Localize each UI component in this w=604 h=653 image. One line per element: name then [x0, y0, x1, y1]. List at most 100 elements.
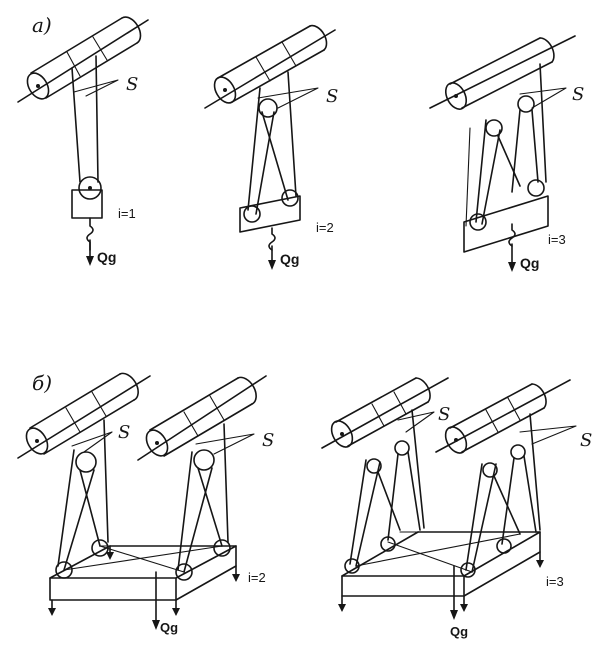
drum-shaft [321, 377, 449, 449]
hook [268, 227, 276, 251]
rope-drum [25, 372, 139, 455]
figure-a1-single-fall: S Qg i=1 [17, 16, 149, 266]
hook [86, 217, 94, 251]
rope-fall [95, 55, 99, 183]
lower-sheave [527, 179, 545, 197]
sheave [78, 176, 102, 200]
rope-fall [261, 111, 289, 201]
cross-rope [387, 541, 473, 573]
rope-fall [411, 409, 425, 529]
rope-fall [177, 451, 193, 571]
rope-fall [539, 63, 547, 183]
drum-shaft [435, 379, 571, 453]
ratio-label: i=2 [316, 220, 334, 235]
load-label: Qg [160, 620, 178, 635]
rope-fall [223, 423, 229, 543]
figure-a3-three-fall: S Qg i=3 [429, 35, 584, 272]
hook-block [463, 195, 549, 253]
cross-rope [99, 545, 185, 573]
ratio-label: i=2 [248, 570, 266, 585]
rope-tension-pointer [195, 433, 255, 455]
drum-shaft [204, 29, 336, 109]
lower-sheave [243, 205, 261, 223]
rope-fall [247, 87, 261, 211]
rope-fall [407, 451, 421, 531]
ratio-label: i=3 [548, 232, 566, 247]
figure-a2-two-fall: S Qg i=2 [204, 24, 338, 270]
load-label: Qg [450, 624, 468, 639]
rope-tension-label: S [572, 84, 584, 105]
load-label: Qg [280, 251, 299, 267]
rope-fall [287, 71, 297, 197]
lower-sheave [213, 539, 231, 557]
ratio-label: i=1 [118, 206, 136, 221]
rope-tension-label-left: S [438, 404, 450, 425]
rope-fall [501, 457, 515, 545]
upper-sheave [482, 462, 498, 478]
rope-tension-label-right: S [580, 430, 592, 451]
rope-tension-label-left: S [118, 422, 130, 443]
rope-tension-label: S [326, 86, 338, 107]
lower-sheave [281, 189, 299, 207]
cross-rope [355, 533, 521, 567]
drum-shaft [17, 19, 149, 103]
section-b-label: б) [32, 371, 52, 395]
rope-fall [465, 127, 471, 227]
hook-block [71, 189, 103, 219]
section-a-label: а) [32, 13, 52, 37]
lower-sheave [175, 563, 193, 581]
upper-sheave [510, 444, 526, 460]
lower-sheave [469, 213, 487, 231]
upper-sheave [193, 449, 215, 471]
drum-shaft [137, 375, 267, 461]
rope-tension-pointer [519, 87, 567, 109]
rope-drum [444, 37, 555, 110]
rope-tension-pointer [397, 411, 435, 433]
rope-drum [330, 377, 431, 448]
rope-fall [511, 109, 521, 193]
rope-fall [471, 463, 497, 573]
rope-fall [63, 469, 95, 571]
rope-fall [465, 463, 483, 571]
upper-sheave [394, 440, 410, 456]
rope-fall [531, 109, 539, 183]
rope-fall [103, 419, 109, 543]
drum-shaft [17, 375, 151, 459]
rope-drum [145, 376, 257, 457]
load-label: Qg [520, 255, 539, 271]
rope-fall [349, 459, 367, 565]
rope-tension-label-right: S [262, 430, 274, 451]
drum-shaft [429, 35, 576, 109]
hook [508, 223, 516, 247]
hook-block [239, 195, 301, 233]
rope-fall [197, 467, 223, 547]
rope-tension-pointer [257, 87, 319, 109]
rope-fall [57, 449, 75, 567]
rope-tension-pointer [71, 431, 113, 453]
rope-drum [213, 24, 328, 104]
rope-fall [377, 471, 401, 531]
rope-fall [523, 455, 537, 533]
load-beam [49, 545, 237, 601]
rope-tension-pointer [519, 425, 577, 445]
rope-drum [26, 16, 142, 100]
rope-fall [183, 467, 213, 573]
rope-fall [79, 469, 101, 547]
upper-sheave [366, 458, 382, 474]
upper-sheave [75, 451, 97, 473]
rope-tension-label: S [126, 74, 138, 95]
lower-sheave [91, 539, 109, 557]
figure-b2-twin-three-fall: S S [321, 377, 592, 639]
rope-fall [387, 453, 399, 541]
figure-b1-twin-two-fall: S S [17, 372, 274, 635]
rope-fall [497, 135, 521, 187]
load-label: Qg [97, 249, 116, 265]
rope-fall [71, 67, 81, 183]
cross-rope [63, 545, 223, 571]
lower-sheave [380, 536, 396, 552]
rope-fall [255, 111, 275, 215]
ratio-label: i=3 [546, 574, 564, 589]
rope-fall [475, 119, 487, 223]
upper-sheave [517, 95, 535, 113]
